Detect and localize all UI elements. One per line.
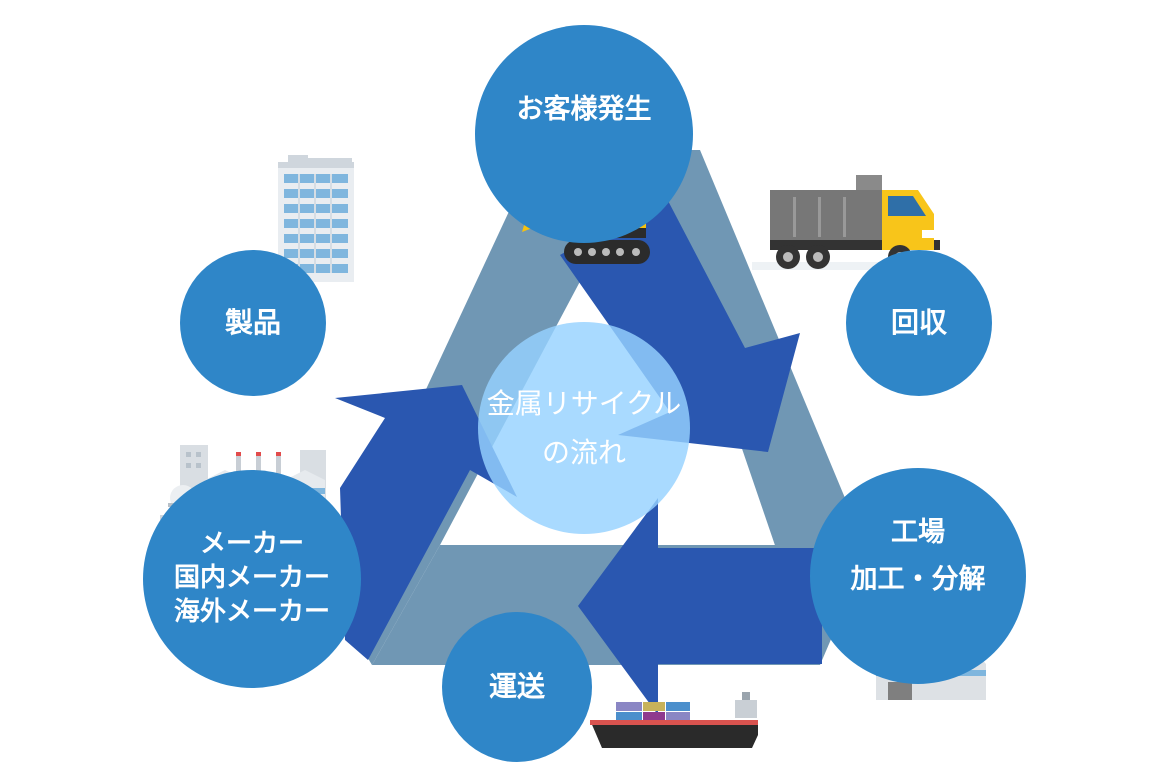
node-customer-label: お客様発生 xyxy=(516,94,652,126)
node-collection-label: 回収 xyxy=(890,305,947,339)
arrow-factory-to-transport xyxy=(578,498,822,715)
node-factory: 工場 加工・分解 xyxy=(810,468,1026,684)
center-title-line1: 金属リサイクル xyxy=(486,387,682,420)
node-transport-label: 運送 xyxy=(488,669,545,703)
node-factory-line1: 工場 xyxy=(891,516,945,548)
arrow-manufacturer-to-product xyxy=(335,385,517,660)
node-transport: 運送 xyxy=(442,612,592,762)
dump-truck-icon xyxy=(752,175,942,270)
cargo-ship-icon xyxy=(590,692,758,748)
node-manufacturer-line3: 海外メーカー xyxy=(173,596,330,627)
node-collection: 回収 xyxy=(846,250,992,396)
center-title: 金属リサイクル の流れ xyxy=(478,322,690,534)
node-manufacturer-line2: 国内メーカー xyxy=(173,563,330,594)
node-product: 製品 xyxy=(180,250,326,396)
node-factory-line2: 加工・分解 xyxy=(850,564,986,595)
node-product-label: 製品 xyxy=(224,305,281,339)
node-manufacturer-line1: メーカー xyxy=(199,529,304,560)
node-customer: お客様発生 xyxy=(475,25,693,243)
center-title-line2: の流れ xyxy=(541,436,626,469)
node-manufacturer: メーカー 国内メーカー 海外メーカー xyxy=(143,470,361,688)
